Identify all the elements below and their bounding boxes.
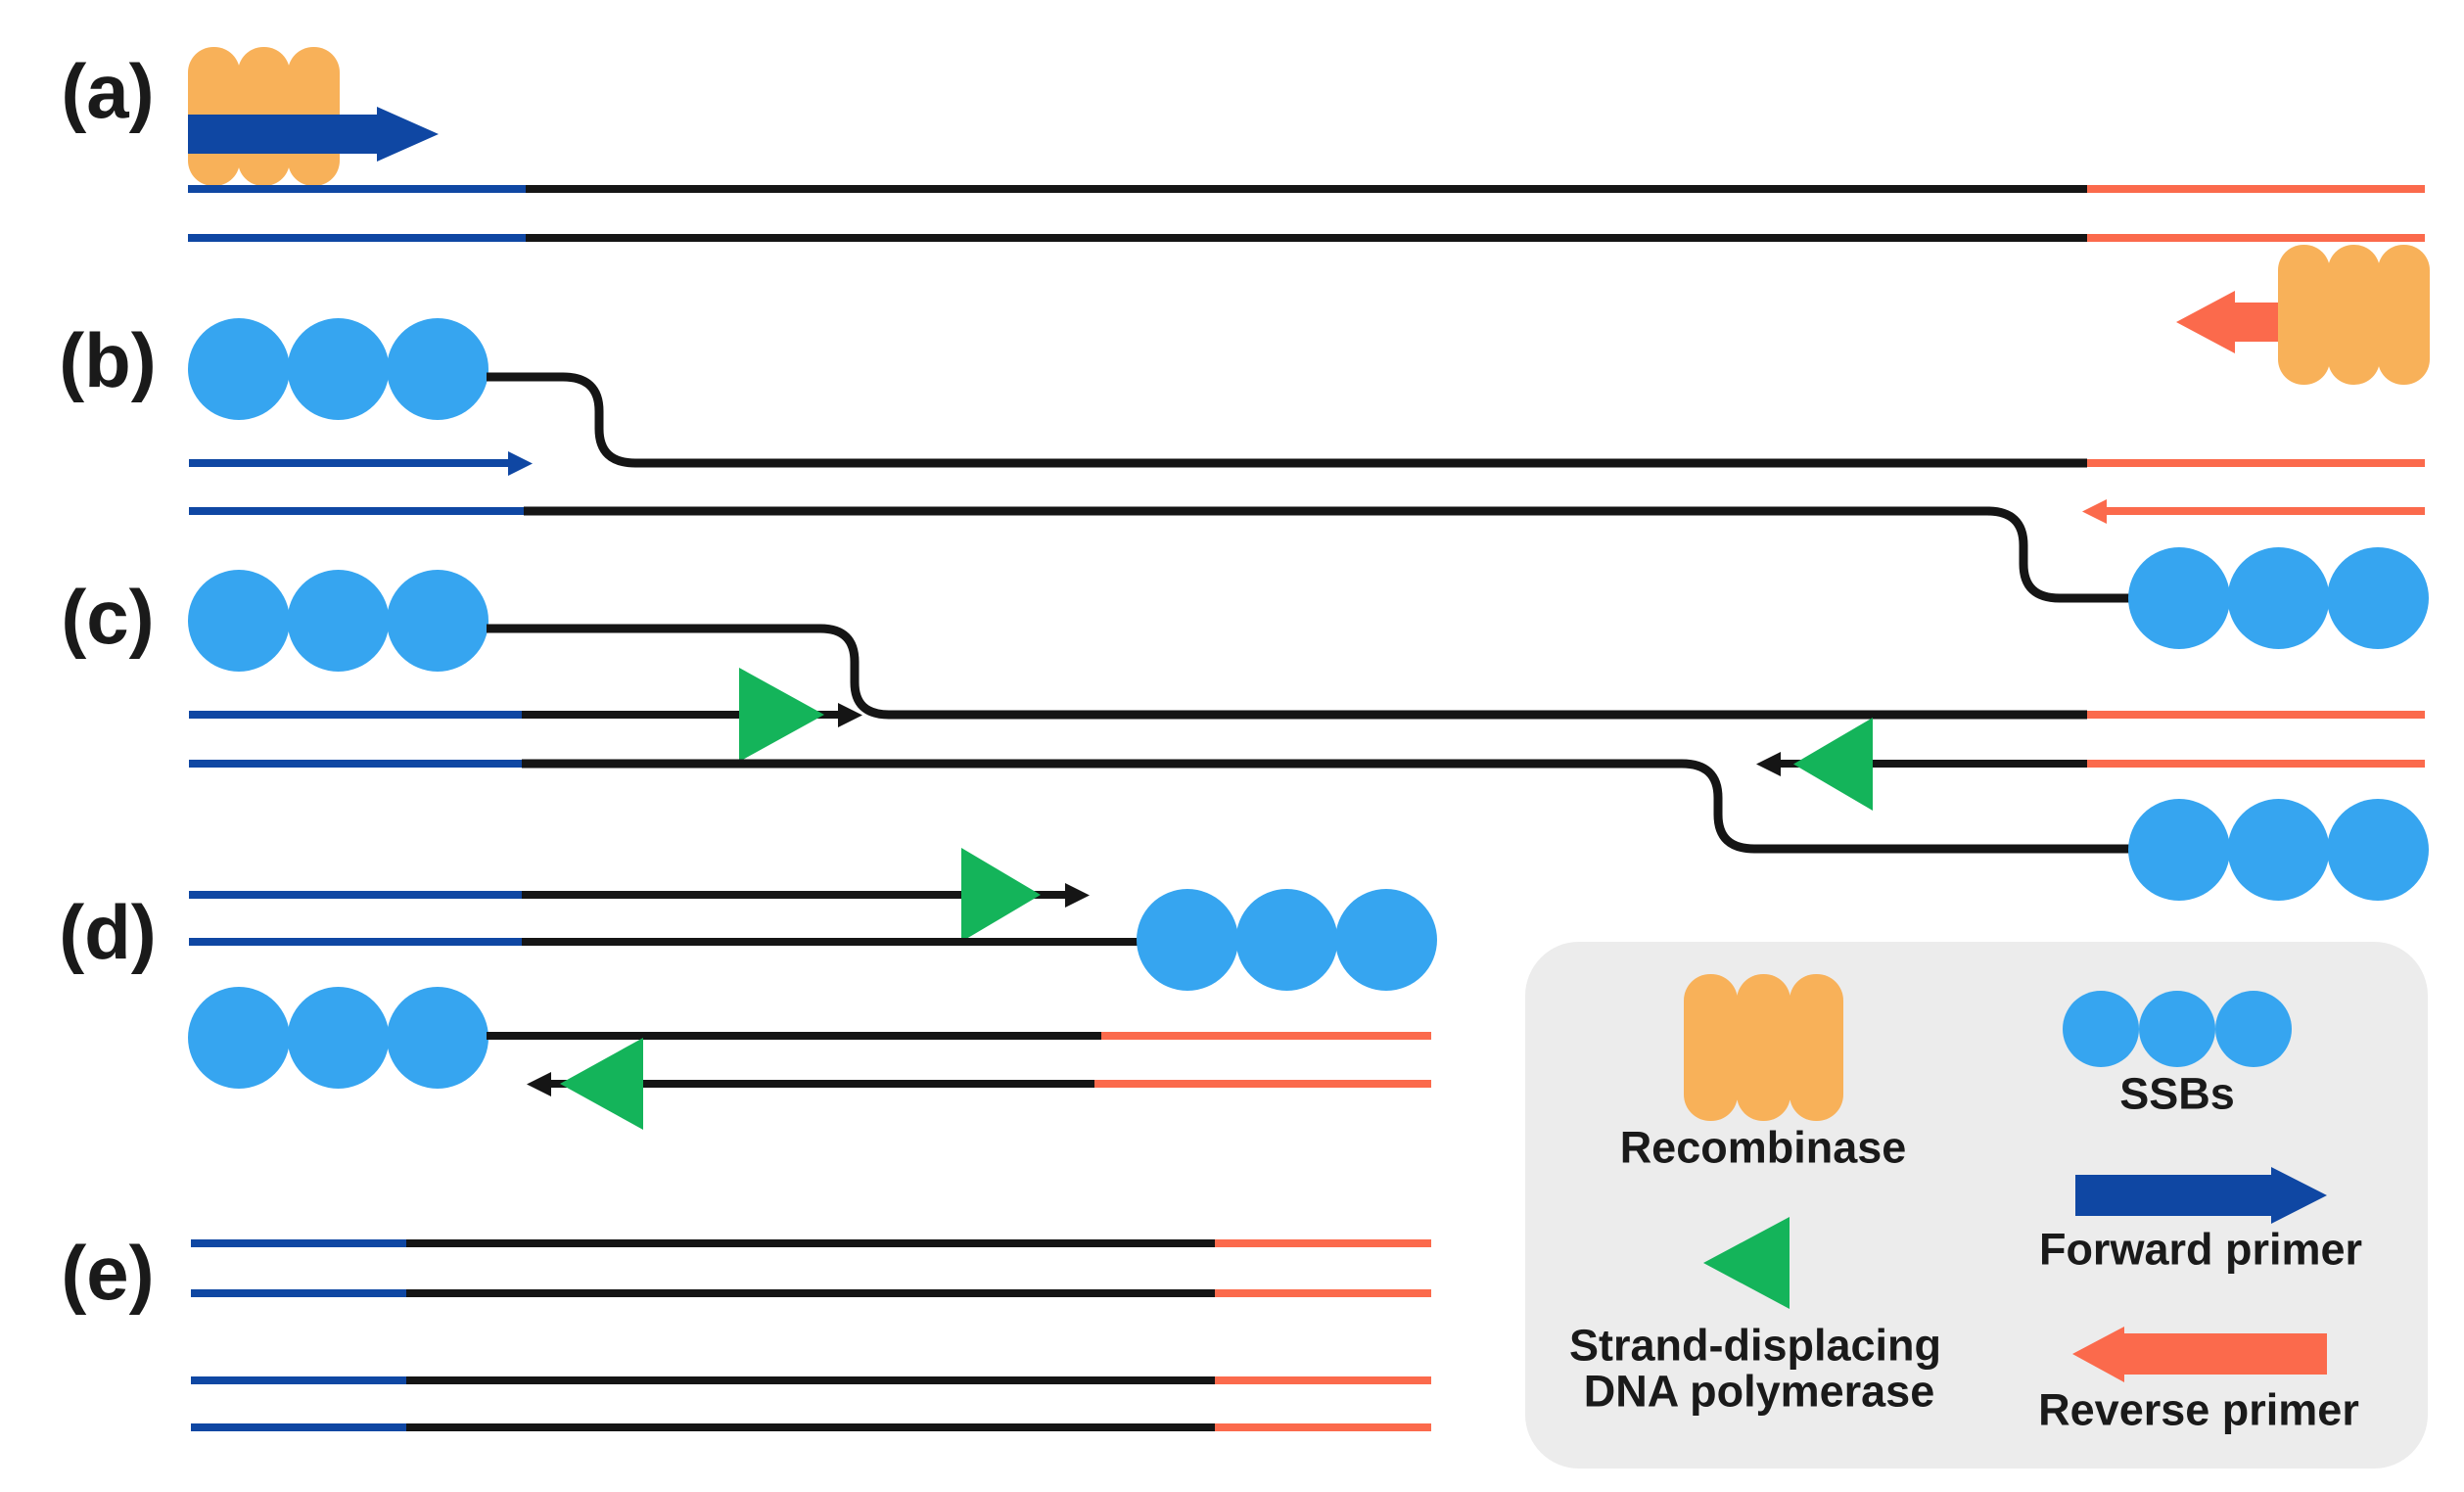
panel-e: (e) [61,1230,1431,1431]
panel-c-label: (c) [61,574,154,660]
polymerase-icon [560,1038,643,1130]
reverse-product-strand [527,1072,1431,1096]
forward-primer-annealed [189,451,533,476]
template-bottom-strand [189,506,2130,603]
polymerase-icon [961,848,1041,942]
legend-ssbs-label: SSBs [2119,1069,2235,1119]
legend: Recombinase SSBs Forward primer Strand-d… [1525,942,2428,1469]
ssb-icon [188,318,488,420]
legend-polymerase-label-line2: DNA polymerase [1584,1367,1934,1417]
ssb-icon [2128,547,2429,649]
forward-primer-arrow [2075,1167,2327,1224]
polymerase-icon [1703,1217,1790,1309]
forward-primer-arrow [188,107,439,162]
amplicon-duplex-2 [191,1376,1431,1431]
forward-product-strand [189,883,1090,908]
recombinase-icon [1684,974,1843,1121]
reverse-primer-arrow [2072,1327,2327,1382]
template-bottom-strand [189,759,2130,854]
ssb-icon [2128,799,2429,901]
panel-b: (b) [59,317,2429,649]
polymerase-icon [1793,718,1873,811]
panel-a: (a) [61,47,2430,385]
panel-c: (c) [61,570,2429,901]
ssb-icon [1137,889,1437,991]
panel-b-label: (b) [59,317,157,403]
ssb-icon [188,570,488,672]
legend-polymerase-label-line1: Strand-displacing [1569,1321,1941,1371]
polymerase-icon [739,668,824,762]
panel-d-label: (d) [59,889,157,975]
legend-reverse-primer-label: Reverse primer [2038,1385,2359,1435]
ssb-icon [188,987,488,1089]
ssb-icon [2063,991,2292,1067]
panel-d: (d) [59,848,1437,1130]
recombinase-icon [2278,245,2430,385]
panel-a-label: (a) [61,48,154,134]
displaced-top-strand [487,372,2087,468]
displaced-top-strand [487,624,2087,720]
reverse-primer-annealed [2082,499,2425,524]
legend-recombinase-label: Recombinase [1620,1123,1907,1173]
legend-forward-primer-label: Forward primer [2039,1225,2362,1275]
panel-e-label: (e) [61,1230,154,1316]
amplicon-duplex-1 [191,1239,1431,1297]
